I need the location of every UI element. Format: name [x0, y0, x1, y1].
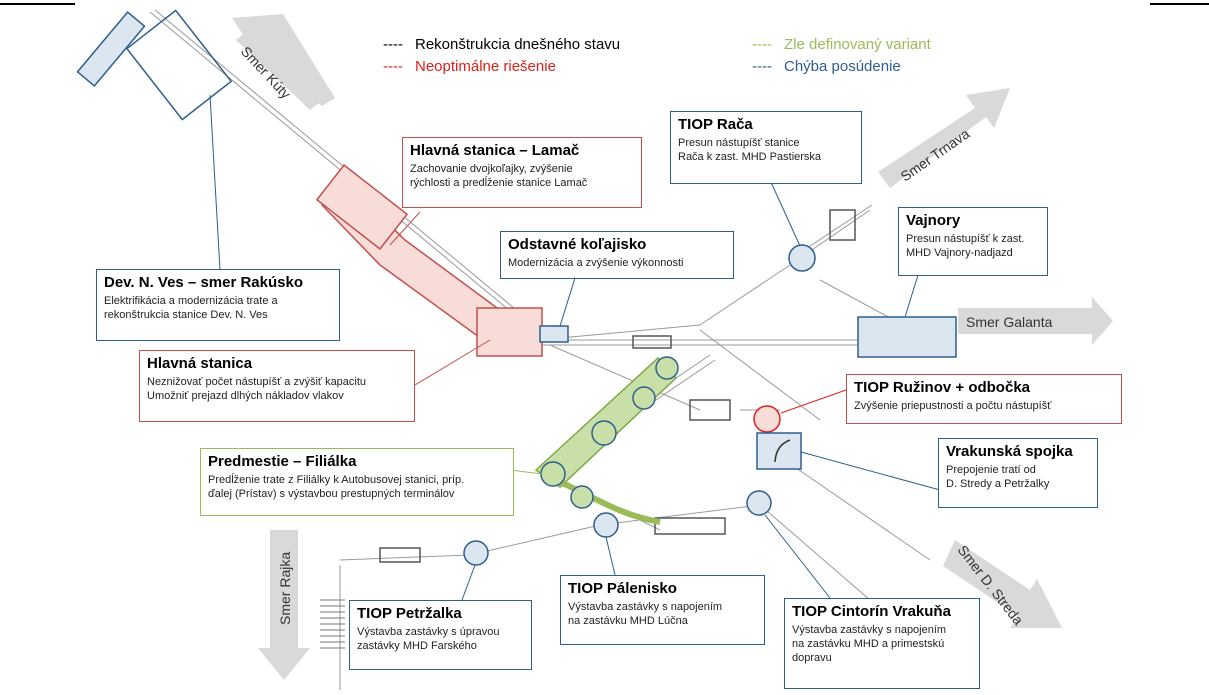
kuty-station-box: [125, 9, 233, 121]
arrow-smer-kuty-body: [236, 22, 332, 110]
arrow-smer-galanta: [958, 297, 1113, 345]
box-tiop-petrzalka: TIOP Petržalka Výstavba zastávky s úprav…: [349, 600, 532, 670]
box-text: Presun nástupíšť k zast. MHD Vajnory-nad…: [906, 233, 1025, 259]
legend-item-zle-definovany: ----Zle definovaný variant: [752, 36, 931, 53]
hlavna-stanica-marker: [476, 307, 543, 357]
box-text: Zvýšenie priepustnosti a počtu nástupíšť: [854, 400, 1052, 412]
arrow-smer-rajka: [258, 530, 310, 680]
box-title: Hlavná stanica: [147, 355, 253, 372]
box-text: Modernizácia a zvýšenie výkonnosti: [508, 257, 684, 269]
box-text: Predĺženie trate z Filiálky k Autobusove…: [208, 474, 465, 500]
filialka-branch: [554, 477, 661, 525]
vajnory-marker: [857, 316, 957, 358]
box-title: Vajnory: [906, 212, 961, 229]
blue-stops: [463, 244, 816, 566]
legend-item-rekonstrukcia: ----Rekonštrukcia dnešného stavu: [383, 36, 621, 53]
box-tiop-ruzinov: TIOP Ružinov + odbočka Zvýšenie priepust…: [846, 374, 1122, 424]
kuty-station-side: [76, 10, 146, 88]
lamac-station: [315, 163, 409, 251]
box-text: Výstavba zastávky s napojením na zastávk…: [792, 624, 947, 664]
box-text: Presun nástupíšť stanice Rača k zast. MH…: [678, 137, 822, 163]
box-text: Zachovanie dvojkoľajky, zvýšenie rýchlos…: [410, 163, 588, 189]
box-tiop-raca: TIOP Rača Presun nástupíšť stanice Rača …: [670, 111, 862, 184]
box-text: Výstavba zastávky s úpravou zastávky MHD…: [357, 626, 500, 652]
odstavne-marker: [539, 325, 569, 343]
top-rule-left: [0, 3, 75, 5]
box-title: TIOP Pálenisko: [568, 580, 677, 597]
box-title: TIOP Rača: [678, 116, 753, 133]
green-stops: [540, 356, 679, 509]
box-vrakunska: Vrakunská spojka Prepojenie tratí od D. …: [938, 438, 1098, 508]
box-title: Dev. N. Ves – smer Rakúsko: [104, 274, 303, 291]
label-smer-rajka: Smer Rajka: [277, 552, 293, 625]
ruzinov-stop: [753, 405, 781, 433]
box-predmestie: Predmestie – Filiálka Predĺženie trate z…: [200, 448, 514, 516]
box-hlavna-lamac: Hlavná stanica – Lamač Zachovanie dvojko…: [402, 137, 642, 208]
box-odstavne: Odstavné koľajisko Modernizácia a zvýšen…: [500, 231, 734, 279]
box-hlavna-stanica: Hlavná stanica Neznižovať počet nástupíš…: [139, 350, 415, 422]
arrow-smer-trnava: [878, 88, 1010, 188]
box-title: TIOP Ružinov + odbočka: [854, 379, 1031, 396]
box-title: Vrakunská spojka: [946, 443, 1073, 460]
box-text: Prepojenie tratí od D. Stredy a Petržalk…: [946, 464, 1050, 490]
legend-item-chyba-posudenie: ----Chýba posúdenie: [752, 58, 901, 75]
connectors: [209, 94, 941, 601]
box-text: Elektrifikácia a modernizácia trate a re…: [104, 295, 278, 321]
box-text: Výstavba zastávky s napojením na zastávk…: [568, 601, 723, 627]
arrow-smer-dstreda: [943, 540, 1062, 628]
box-title: TIOP Petržalka: [357, 605, 462, 622]
vrakunska-curve: [774, 439, 791, 463]
legend-item-neoptimalne: ----Neoptimálne riešenie: [383, 58, 556, 75]
box-tiop-palenisko: TIOP Pálenisko Výstavba zastávky s napoj…: [560, 575, 765, 645]
box-title: Predmestie – Filiálka: [208, 453, 357, 470]
box-dev-n-ves: Dev. N. Ves – smer Rakúsko Elektrifikáci…: [96, 269, 340, 341]
vrakunska-marker: [756, 432, 802, 470]
box-tiop-cintorin: TIOP Cintorín Vrakuňa Výstavba zastávky …: [784, 598, 980, 689]
top-rule-right: [1150, 3, 1209, 5]
box-text: Neznižovať počet nástupíšť a zvýšiť kapa…: [147, 376, 367, 402]
box-title: TIOP Cintorín Vrakuňa: [792, 603, 951, 620]
box-title: Odstavné koľajisko: [508, 236, 647, 253]
box-vajnory: Vajnory Presun nástupíšť k zast. MHD Vaj…: [898, 207, 1048, 276]
rajka-station: [320, 599, 345, 649]
box-title: Hlavná stanica – Lamač: [410, 142, 580, 159]
label-smer-galanta: Smer Galanta: [966, 314, 1053, 330]
